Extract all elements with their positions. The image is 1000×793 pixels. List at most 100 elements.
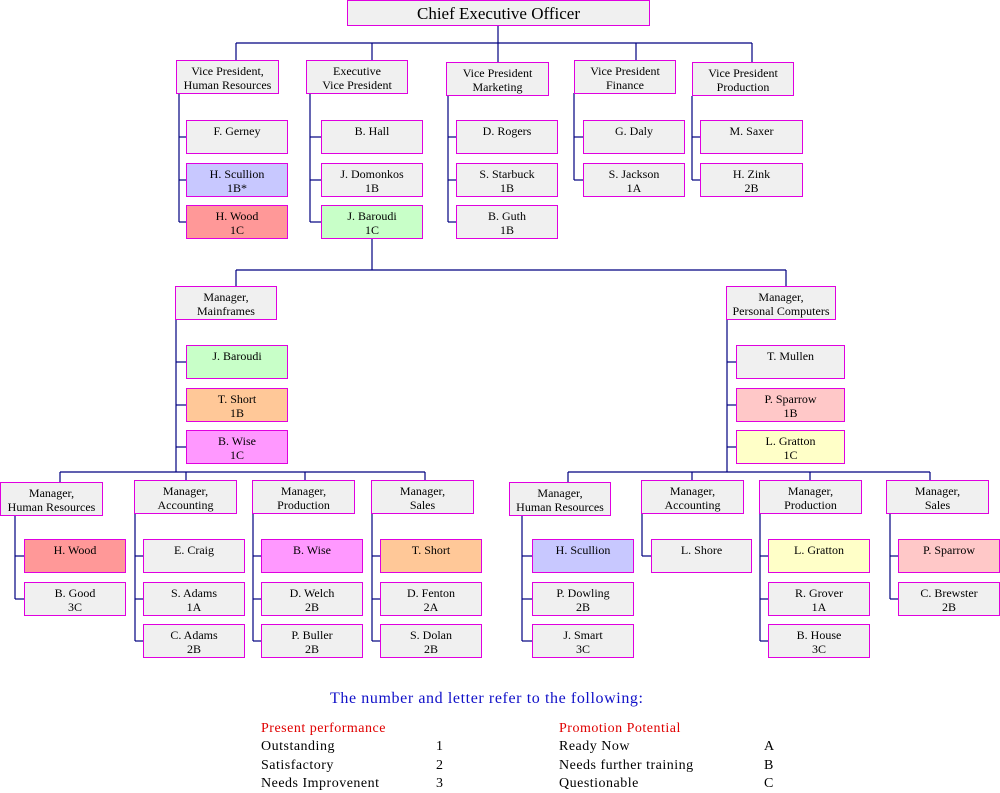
- employee-name: B. House: [796, 628, 842, 642]
- title-line-1: Vice President: [708, 66, 778, 80]
- title-line-1: Manager,: [203, 290, 249, 304]
- employee-box[interactable]: T. Short: [380, 539, 482, 573]
- manager-mainframes-box[interactable]: Manager, Mainframes: [175, 286, 277, 320]
- promotion-code: B: [764, 758, 774, 773]
- ceo-box[interactable]: Chief Executive Officer: [347, 0, 650, 26]
- employee-name: C. Adams: [170, 628, 218, 642]
- employee-box[interactable]: E. Craig: [143, 539, 245, 573]
- employee-box[interactable]: F. Gerney: [186, 120, 288, 154]
- employee-box[interactable]: B. Guth 1B: [456, 205, 558, 239]
- employee-box[interactable]: D. Fenton 2A: [380, 582, 482, 616]
- employee-name: C. Brewster: [920, 586, 978, 600]
- employee-box[interactable]: B. House 3C: [768, 624, 870, 658]
- employee-name: L. Gratton: [765, 434, 816, 448]
- rating-code: 2B: [423, 642, 438, 656]
- employee-box[interactable]: P. Sparrow 1B: [736, 388, 845, 422]
- employee-box[interactable]: L. Gratton: [768, 539, 870, 573]
- rating-code: 3C: [811, 642, 826, 656]
- manager-human-resources-box[interactable]: Manager, Human Resources: [509, 482, 611, 516]
- manager-accounting-box[interactable]: Manager, Accounting: [641, 480, 744, 514]
- employee-box[interactable]: B. Good 3C: [24, 582, 126, 616]
- employee-box[interactable]: S. Starbuck 1B: [456, 163, 558, 197]
- manager-personal-computers-box[interactable]: Manager, Personal Computers: [726, 286, 836, 320]
- employee-name: B. Wise: [293, 543, 331, 557]
- performance-label: Needs Improvenent: [261, 776, 380, 791]
- employee-box[interactable]: C. Adams 2B: [143, 624, 245, 658]
- employee-box[interactable]: L. Gratton 1C: [736, 430, 845, 464]
- employee-box[interactable]: T. Short 1B: [186, 388, 288, 422]
- manager-production-box[interactable]: Manager, Production: [759, 480, 862, 514]
- employee-box[interactable]: P. Sparrow: [898, 539, 1000, 573]
- title-line-1: Manager,: [914, 484, 961, 498]
- title-line-2: Mainframes: [197, 304, 255, 318]
- employee-name: H. Wood: [53, 543, 97, 557]
- executive-vp-box[interactable]: Executive Vice President: [306, 60, 408, 94]
- employee-box[interactable]: C. Brewster 2B: [898, 582, 1000, 616]
- vp-marketing-box[interactable]: Vice President Marketing: [446, 62, 549, 96]
- vp-finance-box[interactable]: Vice President Finance: [574, 60, 676, 94]
- employee-box[interactable]: B. Wise 1C: [186, 430, 288, 464]
- employee-box[interactable]: H. Zink 2B: [700, 163, 803, 197]
- employee-box[interactable]: M. Saxer: [700, 120, 803, 154]
- title-line-2: Human Resources: [516, 500, 604, 514]
- employee-box[interactable]: S. Dolan 2B: [380, 624, 482, 658]
- employee-box[interactable]: S. Jackson 1A: [583, 163, 685, 197]
- title-line-1: Manager,: [28, 486, 75, 500]
- employee-box[interactable]: B. Hall: [321, 120, 423, 154]
- legend-title: The number and letter refer to the follo…: [330, 690, 644, 707]
- title-line-1: Manager,: [758, 290, 804, 304]
- employee-box[interactable]: P. Buller 2B: [261, 624, 363, 658]
- employee-name: D. Fenton: [407, 586, 455, 600]
- performance-heading: Present performance: [261, 721, 386, 736]
- employee-box[interactable]: H. Wood 1C: [186, 205, 288, 239]
- employee-name: P. Dowling: [556, 586, 610, 600]
- title-line-1: Manager,: [787, 484, 834, 498]
- promotion-label: Ready Now: [559, 739, 630, 754]
- employee-box[interactable]: H. Scullion: [532, 539, 634, 573]
- rating-code: 2A: [423, 600, 439, 614]
- employee-box[interactable]: J. Domonkos 1B: [321, 163, 423, 197]
- employee-box[interactable]: B. Wise: [261, 539, 363, 573]
- employee-box[interactable]: J. Smart 3C: [532, 624, 634, 658]
- title-line-2: Production: [277, 498, 330, 512]
- employee-name: B. Good: [54, 586, 96, 600]
- promotion-label: Needs further training: [559, 758, 694, 773]
- rating-code: 2B: [186, 642, 201, 656]
- employee-name: J. Baroudi: [212, 349, 262, 363]
- performance-code: 2: [436, 758, 444, 773]
- title-line-2: Sales: [409, 498, 436, 512]
- employee-box[interactable]: H. Wood: [24, 539, 126, 573]
- employee-name: S. Starbuck: [479, 167, 535, 181]
- manager-production-box[interactable]: Manager, Production: [252, 480, 355, 514]
- employee-box[interactable]: H. Scullion 1B*: [186, 163, 288, 197]
- manager-human-resources-box[interactable]: Manager, Human Resources: [0, 482, 103, 516]
- title-line-2: Marketing: [472, 80, 523, 94]
- employee-box[interactable]: S. Adams 1A: [143, 582, 245, 616]
- manager-sales-box[interactable]: Manager, Sales: [371, 480, 474, 514]
- employee-box[interactable]: G. Daly: [583, 120, 685, 154]
- employee-name: J. Baroudi: [347, 209, 397, 223]
- title-line-1: Manager,: [399, 484, 446, 498]
- employee-name: R. Grover: [795, 586, 843, 600]
- employee-name: F. Gerney: [213, 124, 261, 138]
- employee-box[interactable]: T. Mullen: [736, 345, 845, 379]
- employee-box[interactable]: J. Baroudi 1C: [321, 205, 423, 239]
- employee-box[interactable]: L. Shore: [651, 539, 752, 573]
- vp-human-resources-box[interactable]: Vice President, Human Resources: [176, 60, 279, 94]
- manager-sales-box[interactable]: Manager, Sales: [886, 480, 989, 514]
- rating-code: 3C: [67, 600, 82, 614]
- employee-box[interactable]: J. Baroudi: [186, 345, 288, 379]
- employee-box[interactable]: D. Welch 2B: [261, 582, 363, 616]
- title-line-2: Personal Computers: [732, 304, 830, 318]
- employee-name: T. Mullen: [766, 349, 815, 363]
- promotion-heading: Promotion Potential: [559, 721, 681, 736]
- title-line-1: Manager,: [669, 484, 716, 498]
- employee-box[interactable]: D. Rogers: [456, 120, 558, 154]
- title-line-2: Vice President: [322, 78, 392, 92]
- employee-name: H. Scullion: [555, 543, 611, 557]
- rating-code: 1C: [229, 448, 244, 462]
- employee-box[interactable]: P. Dowling 2B: [532, 582, 634, 616]
- employee-box[interactable]: R. Grover 1A: [768, 582, 870, 616]
- vp-production-box[interactable]: Vice President Production: [692, 62, 794, 96]
- manager-accounting-box[interactable]: Manager, Accounting: [134, 480, 237, 514]
